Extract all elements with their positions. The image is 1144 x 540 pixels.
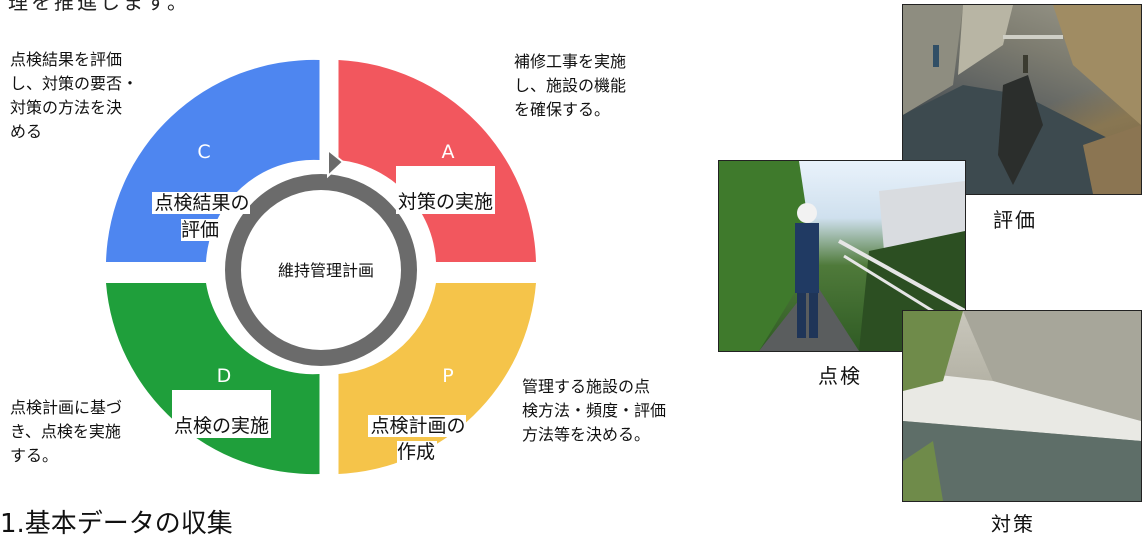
description-p: 管理する施設の点 検方法・頻度・評価 方法等を決める。 — [522, 377, 667, 444]
quadrant-letter-p: P — [442, 365, 453, 387]
quadrant-title-d: 点検の実施 — [172, 390, 272, 438]
quadrant-letter-a: A — [442, 141, 455, 163]
countermeasure-photo — [902, 310, 1142, 502]
quadrant-letter-d: D — [217, 365, 232, 387]
intro-text: 理を推進します。 — [8, 0, 190, 14]
evaluation-label: 評価 — [993, 208, 1037, 232]
cycle-arrow-icon — [327, 147, 345, 179]
countermeasure-label: 対策 — [991, 512, 1035, 536]
inspection-photo — [718, 160, 966, 352]
description-a: 補修工事を実施 し、施設の機能 を確保する。 — [514, 52, 627, 119]
quadrant-title-a: 対策の実施 — [396, 166, 496, 214]
quadrant-a — [338, 60, 536, 262]
center-label: 維持管理計画 — [278, 261, 374, 280]
cycle-ring — [225, 174, 417, 366]
section-heading: 1.基本データの収集 — [0, 509, 233, 539]
countermeasure-photo-art — [903, 311, 1141, 501]
inspection-photo-art — [719, 161, 965, 351]
inspection-label: 点検 — [818, 364, 862, 388]
quadrant-letter-c: C — [197, 141, 210, 163]
quadrant-title-p: 点検計画の 作成 — [368, 415, 466, 463]
quadrant-d — [106, 283, 320, 475]
description-d: 点検計画に基づ き、点検を実施 する。 — [10, 398, 123, 465]
quadrant-title-c: 点検結果の 評価 — [152, 192, 250, 241]
description-c: 点検結果を評価 し、対策の要否・ 対策の方法を決 める — [10, 50, 139, 141]
